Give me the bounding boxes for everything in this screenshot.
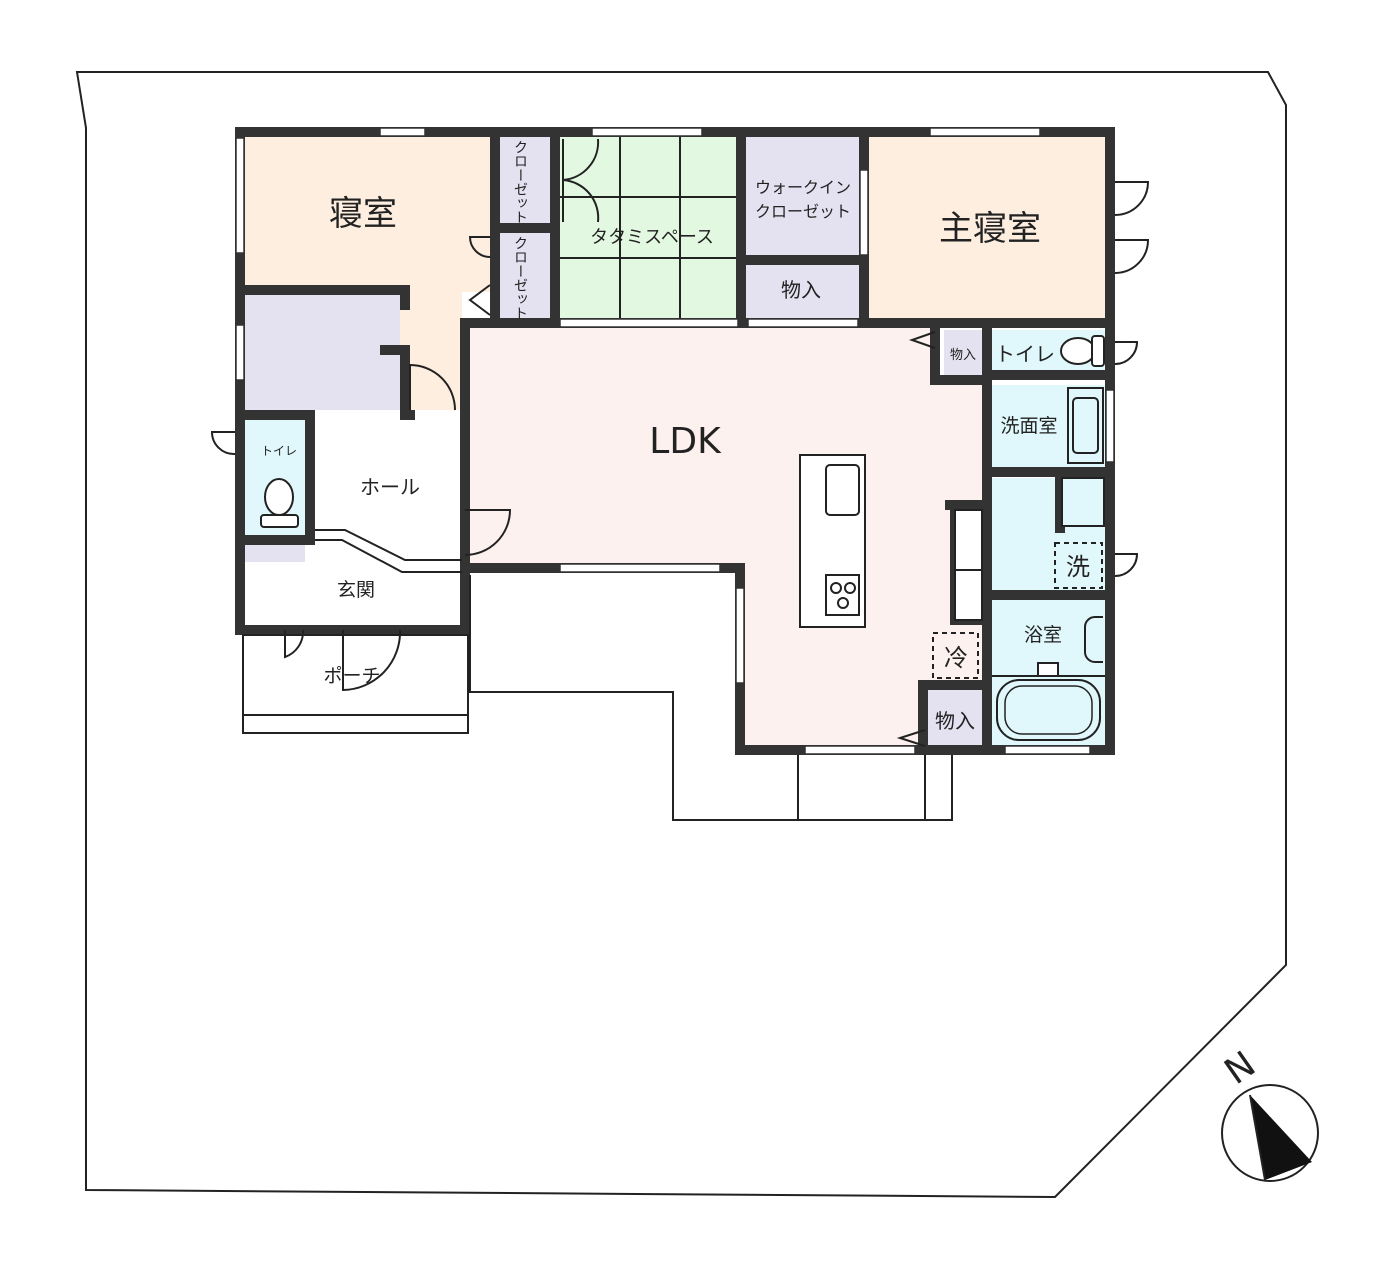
north-compass-icon: N (1217, 1044, 1319, 1182)
label-master-bedroom: 主寝室 (939, 209, 1041, 249)
toilet-left-storage (245, 545, 305, 562)
label-washroom: 洗面室 (1000, 415, 1057, 437)
label-toilet-right: トイレ (995, 342, 1055, 366)
windows (235, 127, 1115, 755)
wic-area (746, 137, 859, 255)
label-ldk: LDK (649, 421, 722, 462)
label-bedroom: 寝室 (329, 194, 397, 234)
closet-1-area (500, 137, 552, 223)
laundry-sink (1061, 477, 1105, 527)
room-labels: 寝室 クローゼット クローゼット タタミスペース ウォークイン クローゼット 物… (261, 140, 1090, 733)
master-bedroom-area (868, 137, 1105, 318)
toilet-left-icon (260, 478, 299, 528)
sink-icon (825, 464, 860, 516)
terrace-outline (469, 575, 953, 821)
stove-icon (825, 574, 860, 616)
label-bathroom: 浴室 (1024, 624, 1062, 646)
entrance-step (315, 529, 462, 573)
label-wic-2: クローゼット (755, 202, 851, 221)
label-hall: ホール (360, 475, 420, 499)
storage-small-area (944, 330, 982, 375)
tatami-grid (560, 137, 738, 318)
fridge-space (932, 632, 979, 679)
ldk-area (470, 328, 982, 745)
label-tatami: タタミスペース (590, 227, 714, 248)
closet-2-area (500, 233, 552, 318)
porch-outline (242, 634, 469, 734)
compass-north-label: N (1217, 1044, 1263, 1093)
kitchen-island (799, 454, 866, 628)
label-porch: ポーチ (323, 665, 380, 687)
label-storage-bottom: 物入 (935, 709, 975, 733)
doors (210, 138, 1150, 747)
bedroom-area (245, 137, 490, 292)
label-storage-top: 物入 (781, 278, 821, 302)
label-storage-small: 物入 (950, 348, 976, 363)
bathtub-icon (996, 679, 1101, 741)
label-entrance: 玄関 (337, 579, 375, 601)
storage-bottom-area (928, 690, 982, 745)
label-toilet-left: トイレ (261, 444, 297, 458)
storage-top-area (746, 265, 859, 318)
label-closet-2: クローゼット (512, 236, 528, 320)
label-washer: 洗 (1066, 553, 1090, 581)
site-boundary (75, 71, 1287, 1199)
label-closet-1: クローゼット (512, 140, 528, 224)
bedroom-storage (245, 295, 400, 410)
toilet-icon (1060, 335, 1105, 367)
label-wic-1: ウォークイン (755, 178, 851, 197)
label-fridge: 冷 (944, 644, 968, 672)
